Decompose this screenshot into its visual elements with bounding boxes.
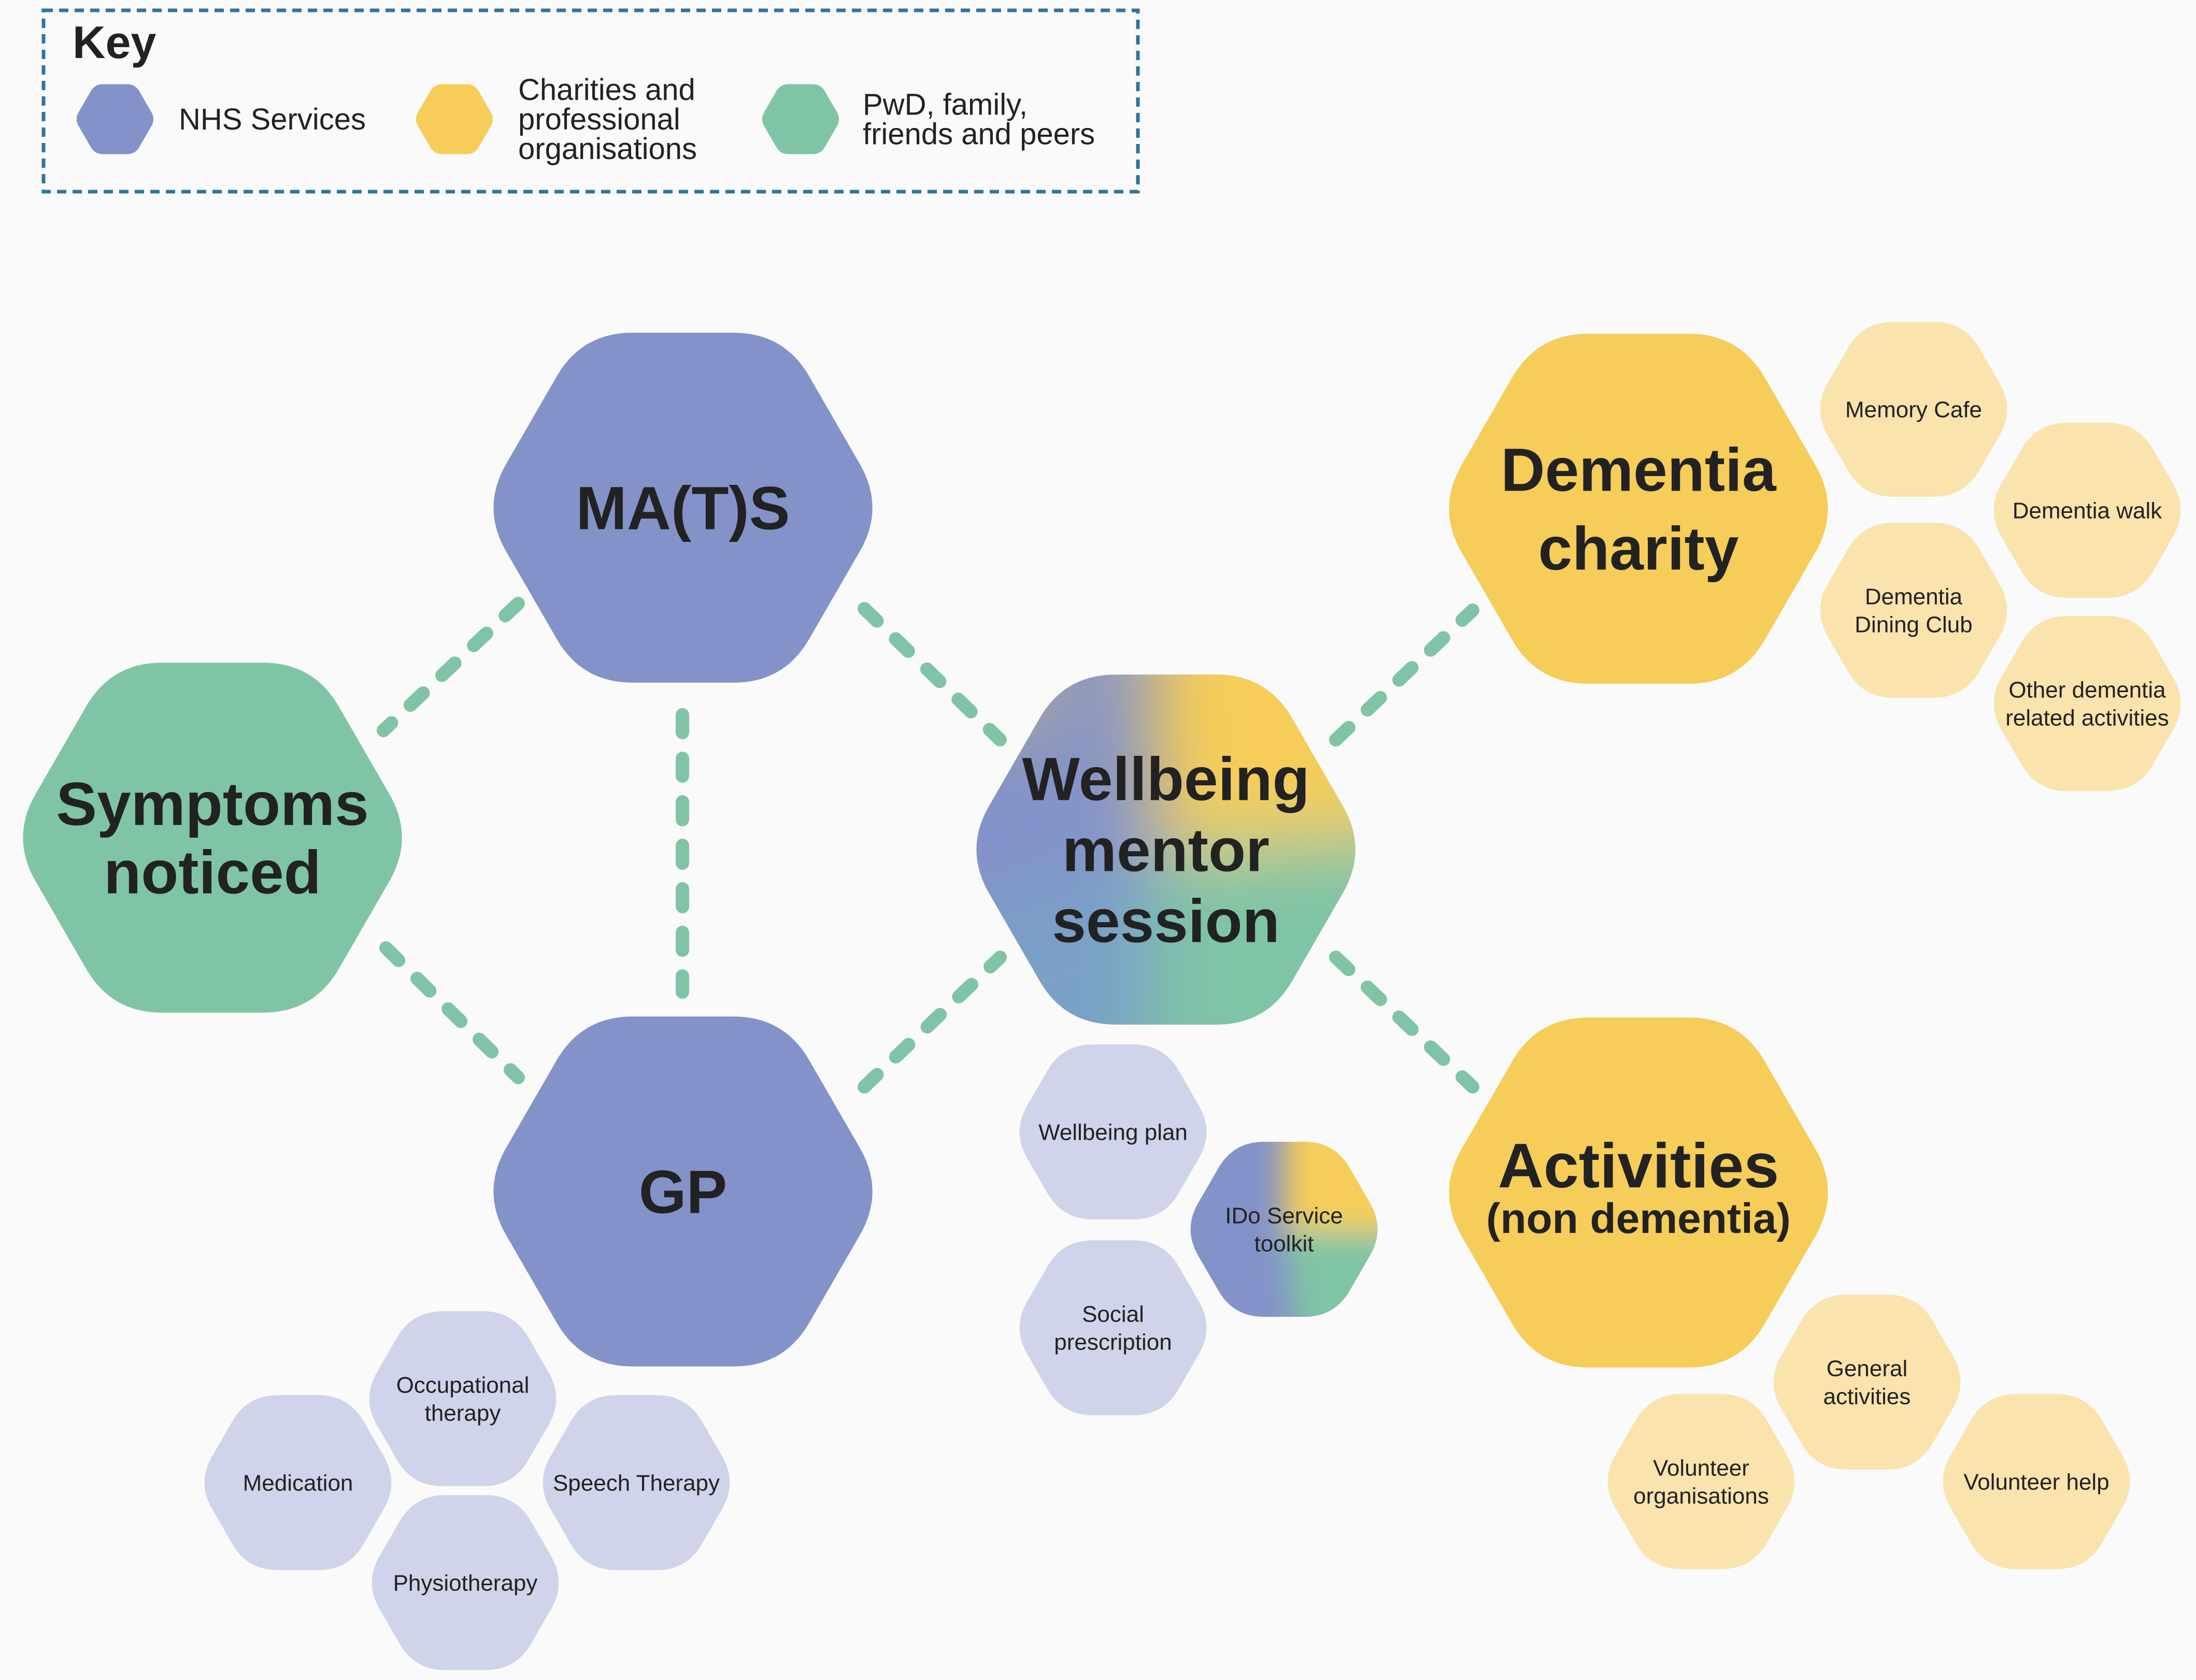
key-label-pwd-family: friends and peers: [863, 118, 1095, 151]
volunteer-organisations-label: Volunteer: [1653, 1455, 1749, 1481]
key-item-pwd-family: PwD, family,friends and peers: [762, 84, 1095, 154]
memory-cafe-hexagon: [1820, 322, 2007, 497]
dementia-walk-hexagon: [1993, 423, 2181, 598]
key-swatch-pwd-family-hexagon-icon: [762, 84, 839, 154]
connector-mats-wellbeing: [858, 602, 1007, 746]
dementia-walk-node: Dementia walk: [1993, 423, 2181, 598]
activities-subtitle: (non dementia): [1486, 1195, 1791, 1242]
other-dementia-activities-node: Other dementia related activities: [1993, 616, 2181, 791]
dementia-charity-hexagon: [1449, 334, 1828, 684]
mats-node: MA(T)S: [493, 333, 873, 683]
activities-node: Activities(non dementia): [1449, 1017, 1828, 1368]
occupational-therapy-label: therapy: [425, 1400, 501, 1426]
speech-therapy-node: Speech Therapy: [543, 1395, 730, 1570]
physiotherapy-node: Physiotherapy: [372, 1495, 559, 1670]
other-dementia-activities-label: related activities: [2005, 705, 2169, 730]
symptoms-noticed-label: Symptoms: [56, 770, 368, 838]
other-dementia-activities-label: Other dementia: [2008, 677, 2166, 702]
key-swatch-nhs-services-hexagon-icon: [76, 84, 154, 154]
gp-node: GP: [493, 1016, 873, 1367]
speech-therapy-label: Speech Therapy: [553, 1470, 720, 1496]
dementia-charity-label: charity: [1538, 514, 1739, 583]
key-swatch-charities-hexagon-icon: [416, 84, 493, 154]
ido-service-toolkit-node: IDo Service toolkit: [1190, 1142, 1378, 1317]
key-title: Key: [73, 17, 156, 68]
volunteer-help-node: Volunteer help: [1943, 1394, 2130, 1569]
volunteer-help-label: Volunteer help: [1963, 1469, 2109, 1495]
key-label-pwd-family: PwD, family,: [863, 88, 1028, 122]
volunteer-help-hexagon: [1943, 1394, 2130, 1569]
connectors: [377, 597, 1479, 1094]
general-activities-label: activities: [1823, 1384, 1911, 1409]
connector-symptoms-gp: [379, 941, 525, 1084]
wellbeing-plan-label: Wellbeing plan: [1038, 1119, 1188, 1145]
symptoms-noticed-hexagon: [23, 663, 402, 1013]
dementia-dining-club-label: Dementia: [1865, 584, 1963, 609]
occupational-therapy-label: Occupational: [396, 1372, 530, 1398]
medication-hexagon: [204, 1395, 392, 1570]
key-label-nhs-services: NHS Services: [179, 103, 366, 136]
mats-hexagon: [493, 333, 873, 683]
mats-label: MA(T)S: [576, 474, 790, 542]
key-legend: Key NHS Services Charities andprofessiona…: [41, 8, 1140, 194]
dementia-walk-label: Dementia walk: [2013, 498, 2163, 523]
dementia-dining-club-label: Dining Club: [1855, 612, 1972, 637]
connector-wellbeing-activities: [1329, 951, 1479, 1094]
key-border: [41, 8, 1140, 194]
dementia-charity-label: Dementia: [1501, 436, 1777, 504]
volunteer-organisations-hexagon: [1607, 1394, 1795, 1569]
social-prescription-label: prescription: [1054, 1329, 1172, 1355]
memory-cafe-label: Memory Cafe: [1845, 397, 1982, 422]
gp-label: GP: [639, 1158, 728, 1226]
general-activities-node: General activities: [1773, 1295, 1961, 1470]
symptoms-noticed-label: noticed: [104, 838, 321, 907]
wellbeing-mentor-session-label: Wellbeing: [1022, 745, 1309, 813]
memory-cafe-node: Memory Cafe: [1820, 322, 2007, 497]
activities-title: Activities: [1498, 1130, 1779, 1201]
physiotherapy-hexagon: [372, 1495, 559, 1670]
key-item-nhs-services: NHS Services: [76, 84, 366, 154]
connector-wellbeing-dementia-charity: [1329, 604, 1479, 746]
key-label-charities: Charities and: [518, 73, 695, 107]
wellbeing-mentor-session-label: mentor: [1062, 816, 1270, 884]
dementia-charity-node: Dementia charity: [1449, 334, 1828, 684]
speech-therapy-hexagon: [543, 1395, 730, 1570]
key-label-charities: professional: [518, 103, 680, 136]
social-prescription-label: Social: [1082, 1301, 1144, 1327]
connector-mats-symptoms: [377, 597, 525, 737]
ido-service-toolkit-hexagon: [1190, 1142, 1378, 1317]
occupational-therapy-hexagon: [369, 1311, 557, 1486]
volunteer-organisations-label: organisations: [1633, 1483, 1769, 1509]
gp-hexagon: [493, 1016, 873, 1367]
social-prescription-hexagon: [1019, 1240, 1207, 1415]
general-activities-hexagon: [1773, 1295, 1961, 1470]
key-label-charities: organisations: [518, 132, 697, 166]
physiotherapy-label: Physiotherapy: [393, 1570, 538, 1596]
ido-service-toolkit-label: IDo Service: [1225, 1203, 1343, 1228]
activities-hexagon: [1449, 1017, 1828, 1368]
wellbeing-plan-hexagon: [1019, 1044, 1207, 1219]
medication-node: Medication: [204, 1395, 392, 1570]
other-dementia-activities-hexagon: [1993, 616, 2181, 791]
connector-gp-wellbeing: [858, 951, 1007, 1094]
ido-service-toolkit-label: toolkit: [1254, 1231, 1314, 1256]
dementia-dining-club-hexagon: [1820, 523, 2007, 698]
medication-label: Medication: [243, 1470, 353, 1496]
wellbeing-plan-node: Wellbeing plan: [1019, 1044, 1207, 1219]
general-activities-label: General: [1827, 1356, 1908, 1381]
wellbeing-mentor-session-label: session: [1052, 887, 1279, 955]
